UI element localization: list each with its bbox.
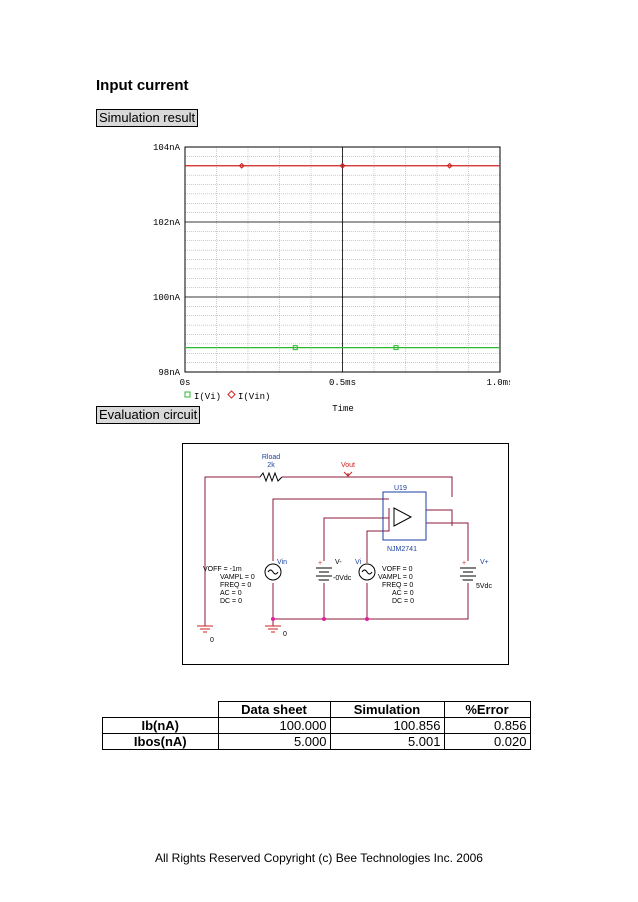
x-tick-label: 1.0ms <box>486 378 510 388</box>
vminus-plus: + <box>318 560 322 567</box>
vplus-minus: - <box>462 577 465 584</box>
data-point <box>339 162 346 169</box>
ground-symbol-2 <box>265 625 281 633</box>
data-point <box>446 162 453 169</box>
ground-label-2: 0 <box>283 631 287 638</box>
u19-label: U19 <box>394 485 407 492</box>
data-point <box>238 162 245 169</box>
table-cell: 5.000 <box>217 733 331 750</box>
vminus-battery <box>316 567 332 581</box>
table-cell: 0.856 <box>443 717 531 734</box>
legend-vin-marker <box>227 390 236 399</box>
row-label: Ibos(nA) <box>102 733 219 750</box>
legend: I(Vi) I(Vin) <box>184 390 270 402</box>
table-corner <box>102 701 219 718</box>
legend-vi-label: I(Vi) <box>194 392 221 402</box>
simulation-result-label: Simulation result <box>96 109 199 127</box>
vminus-minus: - <box>318 577 321 584</box>
param-text: VOFF = 0 <box>382 566 413 573</box>
plot-frame <box>184 146 501 373</box>
param-text: DC = 0 <box>392 598 414 605</box>
data-point <box>292 345 298 351</box>
row-label: Ib(nA) <box>102 717 219 734</box>
ground-symbol-1 <box>197 625 213 633</box>
legend-vi-marker <box>184 391 191 398</box>
rload-label: Rload <box>262 454 280 461</box>
param-text: FREQ = 0 <box>220 582 251 589</box>
y-tick-label: 102nA <box>153 218 181 228</box>
x-axis-label: Time <box>332 404 354 414</box>
table-cell: 5.001 <box>329 733 445 750</box>
param-text: VAMPL = 0 <box>378 574 413 581</box>
x-tick-label: 0.5ms <box>329 378 356 388</box>
rload-resistor <box>259 471 283 483</box>
rload-value: 2k <box>267 462 275 469</box>
vout-label: Vout <box>341 462 355 469</box>
x-tick-label: 0s <box>180 378 191 388</box>
vplus-battery <box>460 567 476 581</box>
table-cell: 100.856 <box>329 717 445 734</box>
results-table: Data sheet Simulation %Error Ib(nA) 100.… <box>102 701 531 750</box>
vminus-value: -0Vdc <box>333 575 352 582</box>
y-tick-label: 98nA <box>158 368 180 378</box>
vplus-value: 5Vdc <box>476 583 492 590</box>
njm-label: NJM2741 <box>387 546 417 553</box>
table-cell: 100.000 <box>217 717 331 734</box>
section-title: Input current <box>96 77 189 94</box>
vplus-plus: + <box>462 560 466 567</box>
data-point <box>393 345 399 351</box>
footer-copyright: All Rights Reserved Copyright (c) Bee Te… <box>155 851 483 865</box>
circuit-wires <box>204 473 469 626</box>
param-text: AC = 0 <box>392 590 414 597</box>
param-text: VOFF = -1m <box>203 566 242 573</box>
vin-label: Vin <box>277 559 287 566</box>
table-header: Simulation <box>329 701 445 718</box>
u19-box <box>382 491 427 541</box>
table-header: Data sheet <box>217 701 331 718</box>
legend-vin-label: I(Vin) <box>238 392 270 402</box>
table-header-row: Data sheet Simulation %Error <box>102 701 531 718</box>
evaluation-circuit-label: Evaluation circuit <box>96 406 201 424</box>
param-text: AC = 0 <box>220 590 242 597</box>
table-header: %Error <box>443 701 531 718</box>
vminus-label: V- <box>335 559 342 566</box>
table-row: Ib(nA) 100.000 100.856 0.856 <box>102 717 531 734</box>
table-row: Ibos(nA) 5.000 5.001 0.020 <box>102 733 531 750</box>
vi-label: Vi <box>355 559 362 566</box>
param-text: VAMPL = 0 <box>220 574 255 581</box>
table-cell: 0.020 <box>443 733 531 750</box>
ground-label-1: 0 <box>210 637 214 644</box>
vplus-label: V+ <box>480 559 489 566</box>
y-tick-label: 100nA <box>153 293 181 303</box>
circuit-frame <box>182 443 509 665</box>
param-text: FREQ = 0 <box>382 582 413 589</box>
plot-grid <box>184 146 501 373</box>
evaluation-circuit: Rload 2k Vout U19 NJM2741 Vin Vi V- -0Vd… <box>182 443 509 665</box>
y-tick-label: 104nA <box>153 143 181 153</box>
plot-series <box>185 162 500 351</box>
param-text: DC = 0 <box>220 598 242 605</box>
